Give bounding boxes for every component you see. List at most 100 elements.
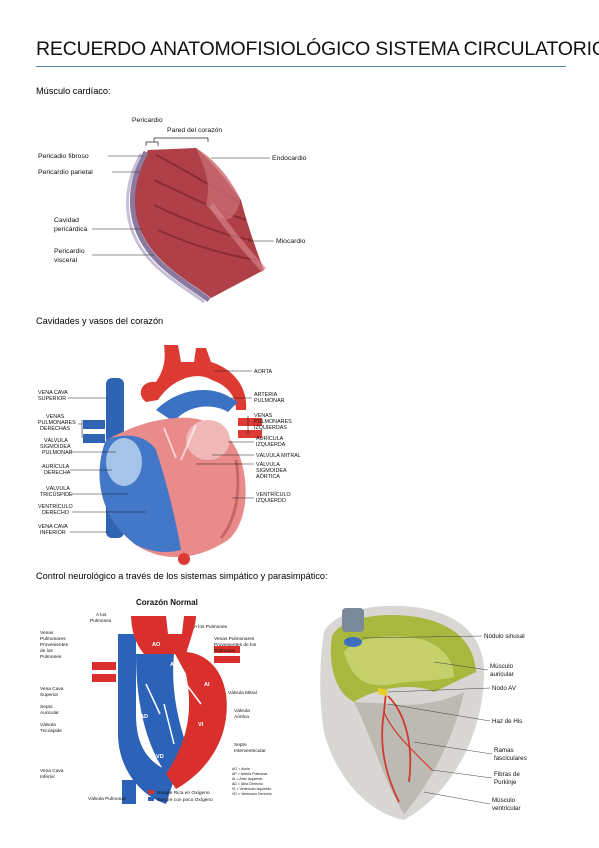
label-vi-1: VENTRÍCULO	[256, 491, 291, 498]
label-ad-2: DERECHA	[44, 470, 71, 476]
label-vaortica-2: Aórtica	[234, 714, 249, 720]
chamber-mark-ap: AP	[170, 662, 178, 668]
label-a-los-pulmones-left-2: Pulmones	[90, 618, 112, 624]
title-divider	[36, 66, 566, 67]
legend-swatch-red	[148, 790, 154, 794]
chamber-mark-ai: AI	[204, 682, 210, 688]
label-aorta: AORTA	[254, 369, 272, 375]
label-vp-left-4: de los	[40, 648, 53, 654]
label-fibras-2: Purkinje	[494, 779, 517, 786]
label-vci-normal-1: Vena Cava	[40, 768, 64, 774]
label-fibras-1: Fibras de	[494, 771, 520, 778]
label-ai-1: AURÍCULA	[256, 435, 284, 442]
label-vsa-3: AÓRTICA	[256, 473, 280, 480]
legend-key-6: VD = Ventrículo Derecho	[232, 792, 272, 796]
label-pericardio-fibroso: Pericadio fibroso	[38, 153, 89, 160]
label-vp-left-1: Venas	[40, 630, 54, 636]
label-a-los-pulmones-left-1: A los	[96, 612, 107, 618]
heart-wall-figure: Pericardio Pared del corazón Pericadio f…	[36, 110, 336, 305]
label-musculo-ventricular-2: ventricular	[492, 805, 521, 812]
label-vmitral: Válvula Mitral	[228, 690, 257, 696]
label-vp-left-3: Provenientes	[40, 642, 69, 648]
label-ramas-1: Ramas	[494, 747, 514, 754]
label-ramas-2: fasciculares	[494, 755, 527, 762]
label-vtri-1: Válvula	[40, 722, 56, 728]
section-heading-cavities: Cavidades y vasos del corazón	[36, 316, 164, 326]
label-vsa-1: VÁLVULA	[256, 461, 280, 468]
label-musculo-auricular-1: Músculo	[490, 663, 514, 670]
label-vpi-2: PULMONARES	[254, 419, 292, 425]
legend-key-3: AI = Atrio Izquierdo	[232, 777, 262, 781]
section-heading-muscle: Músculo cardíaco:	[36, 86, 111, 96]
legend-key-5: VI = Ventrículo Izquierdo	[232, 787, 271, 791]
label-ad-1: AURÍCULA	[42, 463, 70, 470]
label-septo-auricular-1: Septo	[40, 704, 53, 710]
label-vp-left-5: Pulmones	[40, 654, 62, 660]
label-vpi-3: IZQUIERDAS	[254, 425, 287, 431]
label-vsp-2: SIGMOIDEA	[40, 444, 71, 450]
label-pericardio-parietal: Pericardio parietal	[38, 169, 93, 176]
label-nodo-av: Nodo AV	[492, 685, 517, 692]
label-haz-his: Haz de His	[492, 718, 522, 725]
legend-key-4: AD = Atrio Derecho	[232, 782, 263, 786]
label-vpulmonar: Válvula Pulmonar	[88, 796, 126, 802]
label-nodulo-sinusal: Nódulo sinusal	[484, 633, 525, 640]
label-vcs-normal-2: Superior	[40, 692, 59, 698]
label-visceral-line1: Pericardio	[54, 248, 85, 255]
label-sinter-1: Septo	[234, 742, 247, 748]
label-vcs-normal-1: Vena Cava	[40, 686, 64, 692]
label-vd-2: DERECHO	[42, 510, 69, 516]
label-vcs-1: VENA CAVA	[38, 390, 68, 396]
label-septo-auricular-2: Auricular	[40, 710, 59, 716]
label-musculo-auricular-2: auricular	[490, 671, 514, 678]
chamber-mark-vi: VI	[198, 722, 204, 728]
label-vcs-2: SUPERIOR	[38, 396, 66, 402]
label-endocardio: Endocardio	[272, 155, 307, 162]
legend-red-label: Sangre Rica en Oxígeno	[157, 790, 210, 796]
label-vt-2: TRICÚSPIDE	[40, 491, 73, 498]
legend-key-1: AO = Aorta	[232, 767, 250, 771]
conduction-system-figure: Nódulo sinusal Músculo auricular Nodo AV…	[314, 592, 564, 824]
label-vp-right-3: Pulmones	[214, 648, 236, 654]
section-heading-neuro: Control neurológico a través de los sist…	[36, 571, 328, 581]
label-a-los-pulmones-right: A los Pulmones	[194, 624, 228, 630]
label-vp-right-1: Venas Pulmonares	[214, 636, 255, 642]
label-cavidad-line1: Cavidad	[54, 217, 79, 224]
chamber-mark-ao: AO	[152, 642, 161, 648]
legend-key-2: AP = Arteria Pulmonar	[232, 772, 268, 776]
label-ai-2: IZQUIERDA	[256, 442, 286, 448]
page-title: RECUERDO ANATOMOFISIOLÓGICO SISTEMA CIRC…	[36, 38, 599, 60]
label-vtri-2: Tricúspide	[40, 728, 62, 734]
chamber-mark-vd: VD	[156, 754, 164, 760]
label-cavidad-line2: pericárdica	[54, 226, 87, 233]
label-pared: Pared del corazón	[167, 127, 222, 134]
legend-blue-label: Sangre con poco Oxígeno	[157, 797, 213, 803]
label-vsa-2: SIGMOIDEA	[256, 468, 287, 474]
label-vsp-3: PULMONAR	[42, 450, 73, 456]
normal-heart-title: Corazón Normal	[136, 598, 198, 607]
chamber-mark-ad: AD	[140, 714, 148, 720]
label-vaortica-1: Válvula	[234, 708, 250, 714]
label-miocardio: Miocardio	[276, 238, 306, 245]
label-vsp-1: VÁLVULA	[44, 437, 68, 444]
label-vci-1: VENA CAVA	[38, 524, 68, 530]
label-vt-1: VÁLVULA	[46, 485, 70, 492]
label-vpd-3: DERECHAS	[40, 426, 70, 432]
label-vm: VÁLVULA MITRAL	[256, 452, 301, 459]
label-vp-left-2: Pulmonares	[40, 636, 66, 642]
label-visceral-line2: visceral	[54, 257, 78, 264]
label-sinter-2: Interventricular	[234, 748, 266, 754]
label-vi-2: IZQUIERDO	[256, 498, 286, 504]
heart-cavities-figure: VENA CAVA SUPERIOR VENAS PULMONARES DERE…	[36, 340, 336, 565]
label-ap-1: ARTERIA	[254, 392, 278, 398]
label-vpi-1: VENAS	[254, 413, 273, 419]
label-vp-right-2: Provenientes de los	[214, 642, 257, 648]
label-vci-normal-2: Inferior	[40, 774, 55, 780]
label-vpd-1: VENAS	[46, 414, 65, 420]
normal-heart-figure: Corazón Normal AO AP AD AI VD VI A los P…	[36, 594, 298, 820]
label-vd-1: VENTRÍCULO	[38, 503, 73, 510]
label-musculo-ventricular-1: Músculo	[492, 797, 516, 804]
label-vci-2: INFERIOR	[40, 530, 66, 536]
legend-swatch-blue	[148, 797, 154, 801]
label-ap-2: PULMONAR	[254, 398, 285, 404]
